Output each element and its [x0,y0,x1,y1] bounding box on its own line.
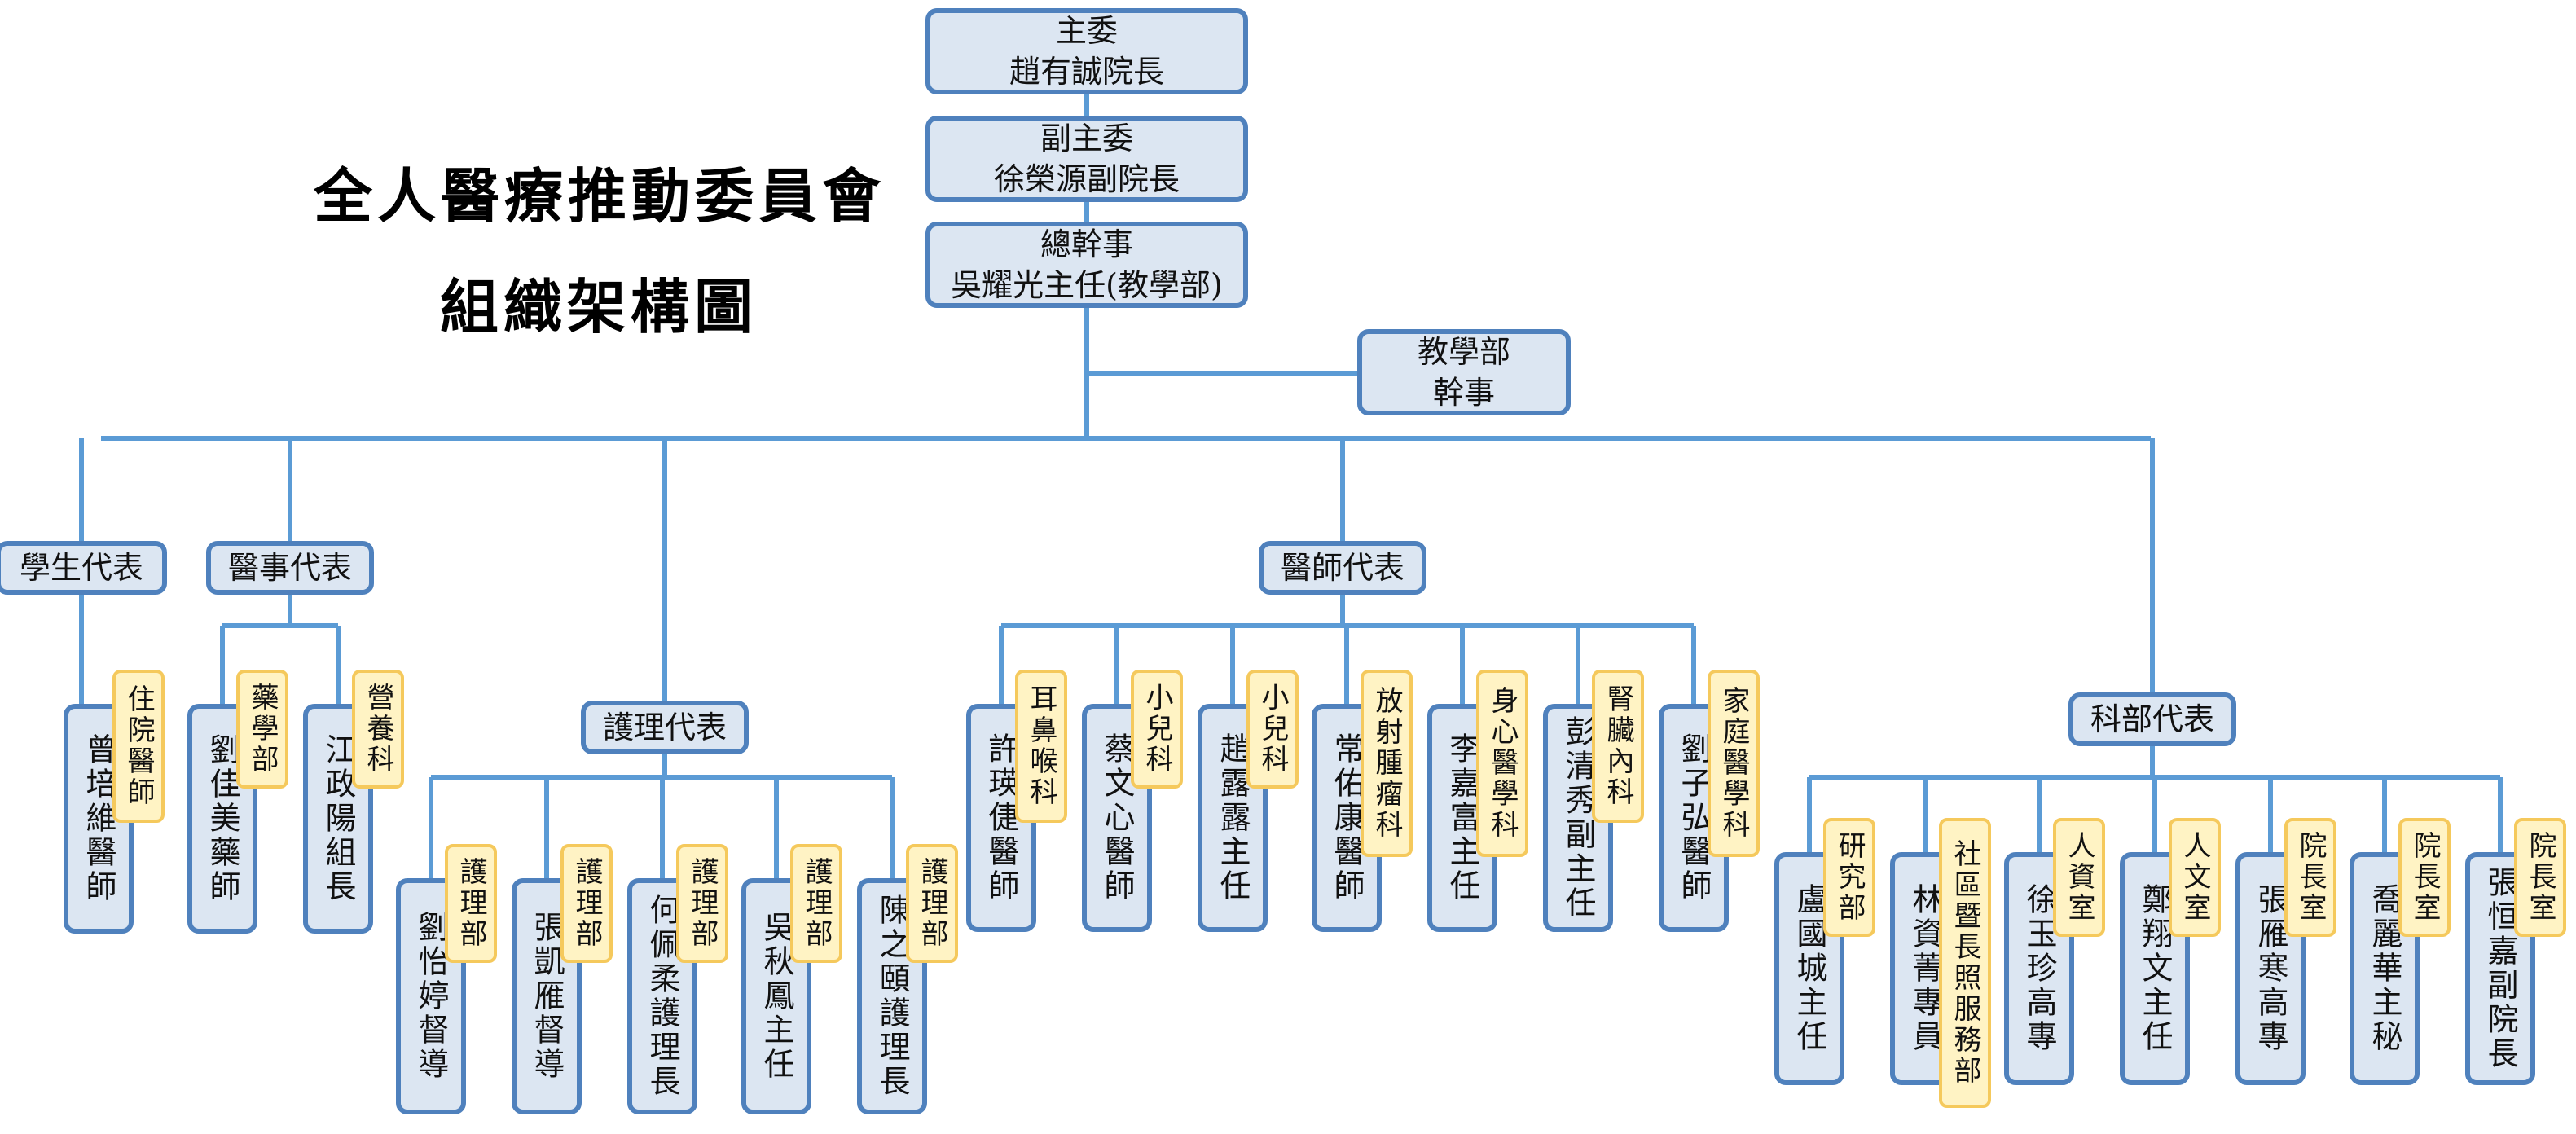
member-name: 劉佳美藥師 [204,733,240,904]
department-tag-text: 院長室 [2524,831,2556,924]
member-name: 江政陽組長 [320,733,356,904]
department-tag: 護理部 [445,844,497,963]
member-box: 徐玉珍高專 [2004,852,2074,1085]
department-tag-text: 營養科 [362,683,394,776]
member-name: 徐玉珍高專 [2021,883,2057,1054]
member-name: 李嘉富主任 [1444,732,1480,903]
department-tag-text: 藥學部 [246,683,279,776]
group-label-text: 醫事代表 [227,550,352,586]
member-box: 江政陽組長 [303,704,373,934]
member-name: 鄭翔文主任 [2137,883,2173,1054]
member-box: 盧國城主任 [1774,852,1844,1085]
vice-chair-role: 副主委 [1040,121,1133,156]
secretary-general-name: 吳耀光主任(教學部) [951,267,1223,303]
department-tag-text: 護理部 [686,857,719,950]
member-name: 常佑康醫師 [1329,732,1365,903]
member-name: 陳之頤護理長 [874,894,910,1099]
member-name: 許瑛倢醫師 [983,732,1019,903]
chair-box: 主委 趙有誠院長 [925,8,1248,94]
group-label-text: 科部代表 [2090,701,2214,737]
department-tag: 人資室 [2053,818,2105,937]
department-tag: 藥學部 [236,670,288,789]
group-label-text: 醫師代表 [1280,550,1404,586]
department-tag: 護理部 [790,844,842,963]
vice-chair-box: 副主委 徐榮源副院長 [925,116,1248,202]
department-tag-text: 院長室 [2408,831,2441,924]
member-name: 趙露露主任 [1215,732,1251,903]
department-tag: 營養科 [352,670,404,789]
secretary-general-role: 總幹事 [1040,226,1133,262]
department-tag-text: 住院醫師 [122,684,155,808]
department-tag: 院長室 [2398,818,2451,937]
department-tag-text: 放射腫瘤科 [1370,686,1403,841]
department-tag: 小兒科 [1246,670,1299,789]
chart-title-line2: 組織架構圖 [440,272,758,341]
secretary-general-box: 總幹事 吳耀光主任(教學部) [925,222,1248,308]
group-label-department: 科部代表 [2068,692,2236,746]
member-name: 劉子弘醫師 [1676,732,1712,903]
department-tag: 家庭醫學科 [1708,670,1760,857]
department-tag-text: 護理部 [455,857,487,950]
teaching-secretary-line2: 幹事 [1432,375,1495,411]
department-tag-text: 護理部 [570,857,603,950]
department-tag: 腎臟內科 [1592,670,1644,823]
department-tag: 社區暨長照服務部 [1939,818,1991,1108]
department-tag-text: 小兒科 [1141,683,1173,776]
member-name: 彭清秀副主任 [1560,715,1596,921]
department-tag-text: 耳鼻喉科 [1025,684,1057,808]
member-name: 劉怡婷督導 [413,911,449,1082]
department-tag-text: 社區暨長照服務部 [1949,839,1981,1087]
department-tag: 耳鼻喉科 [1015,670,1067,823]
member-name: 喬麗華主秘 [2367,883,2402,1054]
department-tag-text: 小兒科 [1256,683,1289,776]
department-tag: 身心醫學科 [1476,670,1528,857]
member-name: 盧國城主任 [1791,883,1827,1054]
department-tag: 院長室 [2284,818,2336,937]
member-name: 何佩柔護理長 [644,894,680,1099]
member-name: 林資菁專員 [1907,883,1943,1054]
department-tag-text: 腎臟內科 [1602,684,1634,808]
department-tag-text: 身心醫學科 [1486,686,1519,841]
department-tag-text: 院長室 [2294,831,2327,924]
department-tag: 護理部 [560,844,613,963]
department-tag: 小兒科 [1131,670,1183,789]
group-label-nursing: 護理代表 [581,701,749,754]
department-tag: 人文室 [2169,818,2221,937]
group-label-text: 學生代表 [19,550,143,586]
department-tag: 護理部 [906,844,958,963]
department-tag: 護理部 [676,844,728,963]
group-label-medical-affairs: 醫事代表 [206,541,374,595]
department-tag: 研究部 [1823,818,1875,937]
group-label-text: 護理代表 [602,710,727,745]
member-name: 張雁寒高專 [2253,883,2288,1054]
chart-title-line1: 全人醫療推動委員會 [314,161,886,231]
department-tag-text: 人文室 [2178,831,2211,924]
member-name: 蔡文心醫師 [1099,732,1135,903]
department-tag: 住院醫師 [112,670,165,823]
member-name: 張凱雁督導 [529,911,565,1082]
member-name: 張恒嘉副院長 [2482,866,2518,1071]
department-tag-text: 護理部 [800,857,833,950]
group-label-student: 學生代表 [0,541,167,595]
chair-name: 趙有誠院長 [1009,54,1164,90]
department-tag-text: 人資室 [2063,831,2095,924]
department-tag-text: 家庭醫學科 [1717,686,1750,841]
department-tag: 放射腫瘤科 [1361,670,1413,857]
department-tag-text: 研究部 [1833,831,1866,924]
member-name: 曾培維醫師 [81,733,116,904]
teaching-secretary-line1: 教學部 [1417,334,1510,370]
teaching-secretary-box: 教學部 幹事 [1357,329,1571,415]
vice-chair-name: 徐榮源副院長 [993,161,1180,197]
group-label-physician: 醫師代表 [1259,541,1426,595]
chair-role: 主委 [1055,13,1118,49]
department-tag: 院長室 [2514,818,2566,937]
member-name: 吳秋鳳主任 [758,911,794,1082]
department-tag-text: 護理部 [916,857,948,950]
